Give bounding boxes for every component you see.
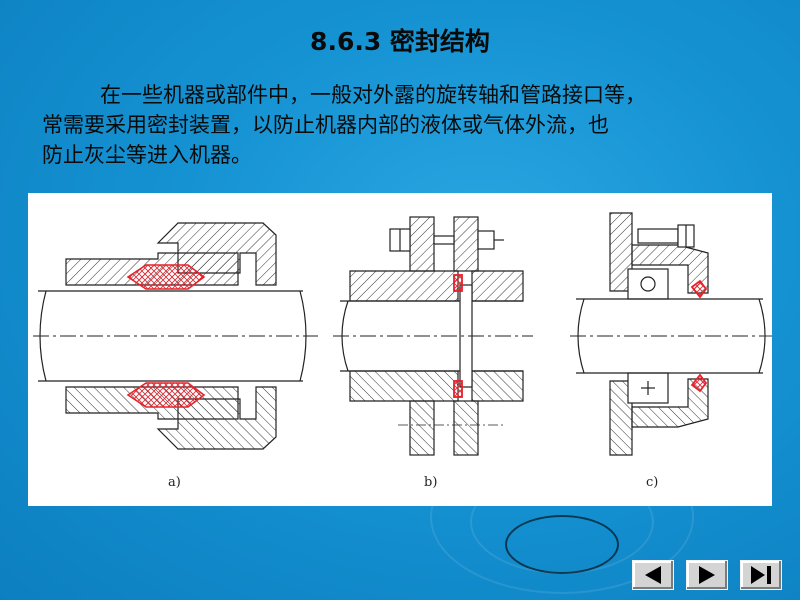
- diagram-c-lip-seal: [570, 212, 772, 456]
- diagram-b-flange-seal: [333, 216, 533, 456]
- triangle-right-icon: [699, 566, 715, 584]
- diagram-a-packing-seal: [33, 222, 318, 450]
- caption-c: c): [646, 475, 659, 490]
- last-slide-button[interactable]: [740, 560, 782, 590]
- skip-to-end-icon: [751, 566, 771, 584]
- previous-slide-button[interactable]: [632, 560, 674, 590]
- next-slide-button[interactable]: [686, 560, 728, 590]
- paragraph-line: 防止灰尘等进入机器。: [42, 143, 252, 167]
- paragraph-line: 在一些机器或部件中，一般对外露的旋转轴和管路接口等，: [100, 83, 646, 107]
- triangle-left-icon: [645, 566, 661, 584]
- caption-b: b): [424, 475, 438, 490]
- ripple-decoration: [505, 515, 619, 574]
- slide-title: 8.6.3 密封结构: [310, 27, 490, 56]
- seal-structure-figure: a) b) c): [28, 193, 772, 506]
- paragraph-line: 常需要采用密封装置，以防止机器内部的液体或气体外流，也: [42, 113, 609, 137]
- body-paragraph: 在一些机器或部件中，一般对外露的旋转轴和管路接口等， 常需要采用密封装置，以防止…: [42, 80, 782, 170]
- caption-a: a): [168, 475, 181, 490]
